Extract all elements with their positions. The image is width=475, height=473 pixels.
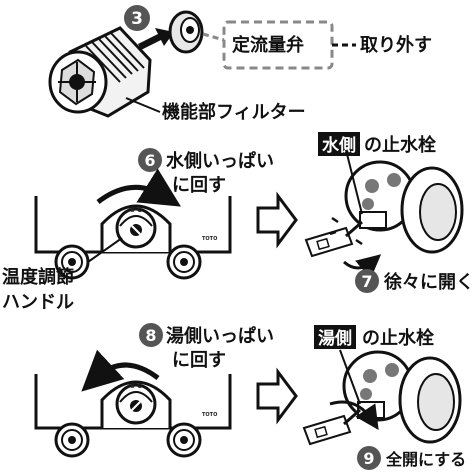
step8-line2: に回す [172,350,226,371]
faucet-feet-hot [54,422,202,458]
valve-key-icon [304,226,354,258]
step3-number: 3 [131,9,143,29]
step6-number: 6 [144,151,155,170]
valve-key-hot-icon [302,414,352,446]
faucet-body-cold: 38℃ TOTO [34,196,232,280]
hot-valve-tag: 湯側 [318,328,352,349]
valve-leader-line [202,32,225,42]
step8-badge [139,323,163,347]
step8-line1: 湯側いっぱい [166,325,274,347]
step3-badge [124,5,150,31]
hot-stop-valve-icon [302,349,462,446]
filter-leader-line [125,97,161,113]
cold-valve-tag: 水側 [322,135,356,156]
step7-label: 徐々に開く [383,271,474,293]
handle-leader-line [87,237,123,263]
insert-arrow-icon [138,28,174,50]
brand-mark-hot: TOTO [202,412,217,418]
cold-valve-suffix: の止水栓 [364,134,436,156]
step7-number: 7 [361,272,372,291]
remove-label: 取り外す [360,34,432,56]
step3-section: 3 定流量弁 取り外す 機能部フィルター [48,5,432,123]
step8-section: 8 湯側いっぱい に回す 38℃ TOTO 湯側 の止水栓 [34,323,466,470]
handle-label-line2: ハンドル [2,292,74,313]
flow-valve-part-icon [168,10,204,54]
filter-label: 機能部フィルター [162,101,306,123]
dial-temp-mark: 38℃ [126,207,142,214]
next-step-arrow-hot-icon [256,367,298,425]
step6-line1: 水側いっぱい [166,150,274,172]
rotate-left-arrow-icon [96,168,181,207]
flow-valve-label: 定流量弁 [232,34,304,56]
open-gradually-arrow-icon [343,254,382,279]
step6-line2: に回す [172,175,226,196]
cold-stop-valve-icon [304,149,464,258]
full-open-arrow-icon [329,400,379,430]
rotate-right-arrow-icon [81,349,160,392]
step6-badge [138,148,162,172]
step9-label: 全開にする [385,450,466,469]
step8-number: 8 [145,326,156,345]
filter-cartridge-icon [48,26,152,118]
hot-valve-tag-bg [314,325,356,349]
step9-badge [357,446,381,470]
flow-valve-dashed-box [222,20,334,70]
next-step-arrow-icon [256,191,298,249]
dial-temp-mark-hot: 38℃ [126,383,142,390]
handle-label-line1: 温度調節 [2,266,74,288]
cold-valve-tag-bg [318,132,360,156]
hot-valve-suffix: の止水栓 [362,327,434,349]
step6-section: 6 水側いっぱい に回す 38℃ TOTO [2,132,474,313]
step7-badge [355,269,379,293]
brand-mark: TOTO [202,236,217,242]
faucet-body-hot: 38℃ TOTO [34,374,232,458]
step9-number: 9 [363,449,374,468]
